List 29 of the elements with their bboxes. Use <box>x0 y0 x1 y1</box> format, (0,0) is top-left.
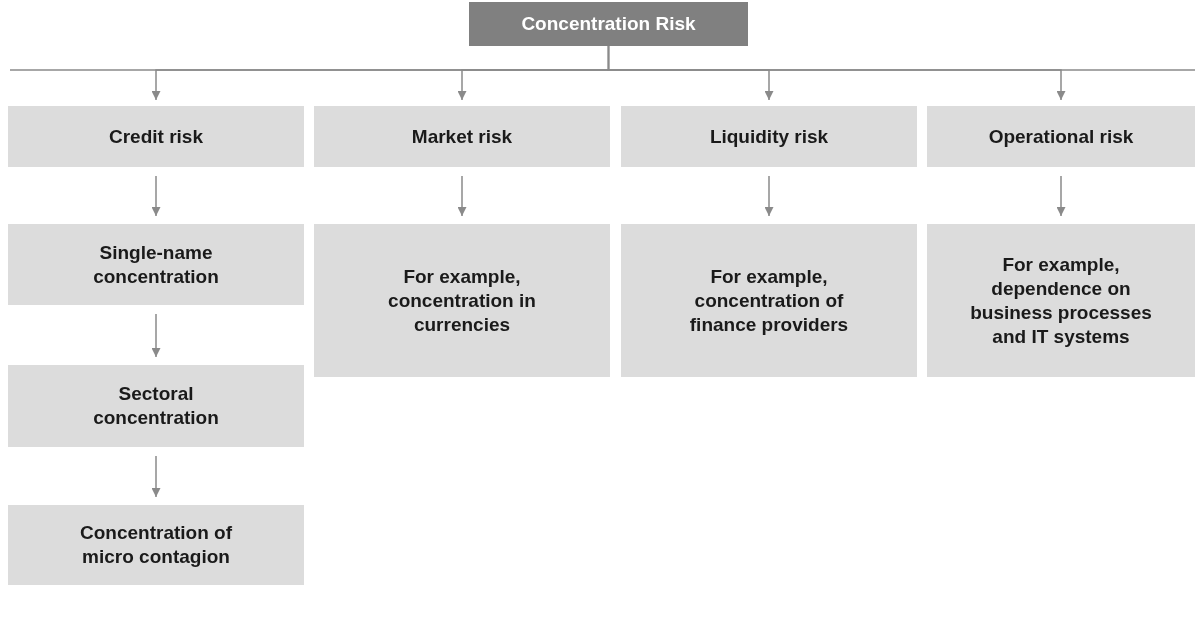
category-box <box>927 224 1195 377</box>
category-box <box>314 106 610 167</box>
category-box <box>927 106 1195 167</box>
category-box <box>621 224 917 377</box>
node-label: Sectoral concentration <box>92 382 220 430</box>
arrow <box>457 175 467 217</box>
category-box <box>8 365 304 447</box>
arrow <box>764 175 774 217</box>
category-box <box>314 224 610 377</box>
node-label: Concentration Risk <box>521 12 696 36</box>
category-box <box>621 106 917 167</box>
arrow <box>607 45 1066 101</box>
arrow <box>1056 175 1066 217</box>
node-label: Market risk <box>411 124 513 149</box>
category-box <box>8 106 304 167</box>
arrow <box>151 455 161 498</box>
node-label: Liquidity risk <box>709 124 829 149</box>
category-box <box>8 505 304 585</box>
root-box <box>469 2 748 46</box>
node-label: For example, concentration in currencies <box>387 264 537 337</box>
arrow <box>151 175 161 217</box>
arrow <box>151 313 161 358</box>
category-box <box>8 224 304 305</box>
node-label: For example, dependence on business processes and IT systems <box>969 252 1153 349</box>
node-label: Concentration of micro contagion <box>79 521 233 569</box>
node-label: Operational risk <box>988 124 1134 149</box>
node-label: For example, concentration of finance providers <box>688 264 850 337</box>
node-label: Single-name concentration <box>92 240 220 289</box>
node-label: Credit risk <box>109 124 203 149</box>
